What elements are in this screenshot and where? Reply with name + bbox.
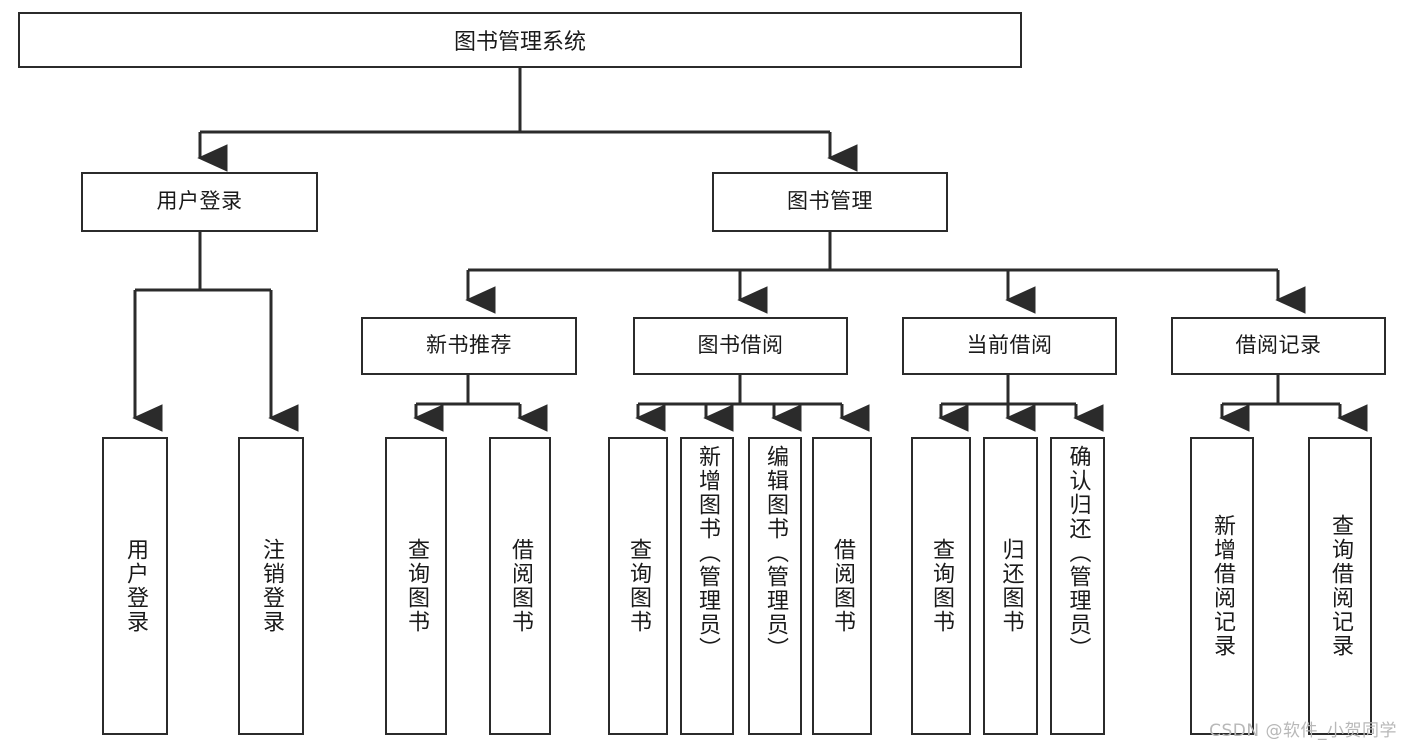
leaf-current-borrow-confirm-label: 确认归还（管理员）: [1065, 445, 1091, 661]
leaf-borrow-record-add-label: 新增借阅记录: [1209, 514, 1235, 658]
leaf-user-login-logout[interactable]: 注销登录: [238, 437, 304, 735]
node-new-book-recommend-label: 新书推荐: [426, 333, 512, 358]
node-book-borrow[interactable]: 图书借阅: [633, 317, 848, 375]
leaf-book-borrow-edit-label: 编辑图书（管理员）: [762, 445, 788, 661]
node-book-manage-label: 图书管理: [787, 189, 873, 214]
node-book-borrow-label: 图书借阅: [697, 333, 784, 358]
leaf-current-borrow-return[interactable]: 归还图书: [983, 437, 1038, 735]
node-borrow-record-label: 借阅记录: [1235, 333, 1322, 358]
leaf-book-borrow-borrow[interactable]: 借阅图书: [812, 437, 872, 735]
node-user-login[interactable]: 用户登录: [81, 172, 318, 232]
leaf-book-borrow-query[interactable]: 查询图书: [608, 437, 668, 735]
node-user-login-label: 用户登录: [156, 189, 243, 214]
csdn-watermark: CSDN @软件_小贺同学: [1209, 721, 1397, 741]
node-root-system[interactable]: 图书管理系统: [18, 12, 1022, 68]
leaf-user-login-login-label: 用户登录: [122, 538, 148, 634]
leaf-user-login-login[interactable]: 用户登录: [102, 437, 168, 735]
node-current-borrow-label: 当前借阅: [966, 333, 1053, 358]
leaf-new-book-query-label: 查询图书: [403, 538, 429, 634]
leaf-current-borrow-query[interactable]: 查询图书: [911, 437, 971, 735]
leaf-borrow-record-query[interactable]: 查询借阅记录: [1308, 437, 1372, 735]
leaf-book-borrow-add[interactable]: 新增图书（管理员）: [680, 437, 734, 735]
leaf-book-borrow-add-label: 新增图书（管理员）: [694, 445, 720, 661]
leaf-current-borrow-query-label: 查询图书: [928, 538, 954, 634]
node-book-manage[interactable]: 图书管理: [712, 172, 948, 232]
node-current-borrow[interactable]: 当前借阅: [902, 317, 1117, 375]
node-root-system-label: 图书管理系统: [453, 30, 586, 55]
leaf-new-book-borrow[interactable]: 借阅图书: [489, 437, 551, 735]
node-borrow-record[interactable]: 借阅记录: [1171, 317, 1386, 375]
leaf-current-borrow-confirm[interactable]: 确认归还（管理员）: [1050, 437, 1105, 735]
leaf-user-login-logout-label: 注销登录: [258, 538, 284, 634]
leaf-borrow-record-query-label: 查询借阅记录: [1327, 514, 1353, 658]
leaf-book-borrow-query-label: 查询图书: [625, 538, 651, 634]
leaf-book-borrow-borrow-label: 借阅图书: [829, 538, 855, 634]
leaf-new-book-borrow-label: 借阅图书: [507, 538, 533, 634]
node-new-book-recommend[interactable]: 新书推荐: [361, 317, 577, 375]
leaf-current-borrow-return-label: 归还图书: [998, 538, 1024, 634]
leaf-new-book-query[interactable]: 查询图书: [385, 437, 447, 735]
leaf-book-borrow-edit[interactable]: 编辑图书（管理员）: [748, 437, 802, 735]
leaf-borrow-record-add[interactable]: 新增借阅记录: [1190, 437, 1254, 735]
